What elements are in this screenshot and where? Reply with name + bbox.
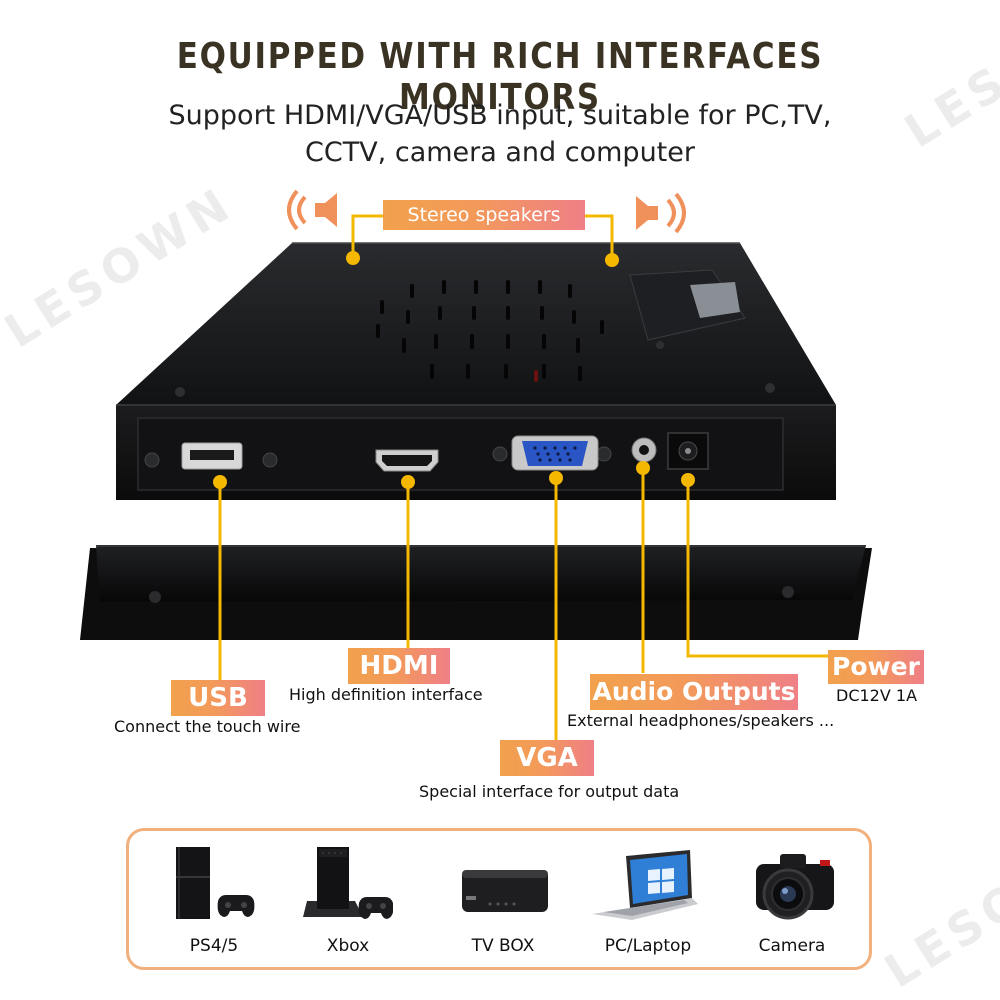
power-description: DC12V 1A [836,686,918,705]
power-label: Power [828,650,924,684]
audio-outputs-description: External headphones/speakers ... [567,711,835,730]
vga-label: VGA [500,740,594,776]
device-label-camera: Camera [758,936,826,956]
device-label-tv-box: TV BOX [471,936,535,956]
xbox-icon [303,847,393,919]
subtitle-line-1: Support HDMI/VGA/USB input, suitable for… [168,100,832,131]
camera-icon [756,854,834,920]
tv-box-icon [462,870,548,912]
stereo-speakers-label: Stereo speakers [383,200,585,230]
device-label-laptop: PC/Laptop [604,936,692,956]
console-icon [176,847,255,919]
page-title: EQUIPPED WITH RICH INTERFACES MONITORS [176,36,824,118]
usb-label: USB [171,680,265,716]
laptop-icon [592,850,698,920]
speaker-left-icon [287,189,337,231]
hdmi-label: HDMI [348,648,450,684]
audio-outputs-label: Audio Outputs [590,674,798,710]
usb-description: Connect the touch wire [114,717,301,736]
device-label-ps4: PS4/5 [189,936,239,956]
subtitle-line-2: CCTV, camera and computer [305,137,695,168]
compatible-devices-panel [126,828,872,970]
speaker-right-icon [636,192,686,234]
device-label-xbox: Xbox [326,936,370,956]
vga-description: Special interface for output data [419,782,680,801]
hdmi-description: High definition interface [289,685,483,704]
